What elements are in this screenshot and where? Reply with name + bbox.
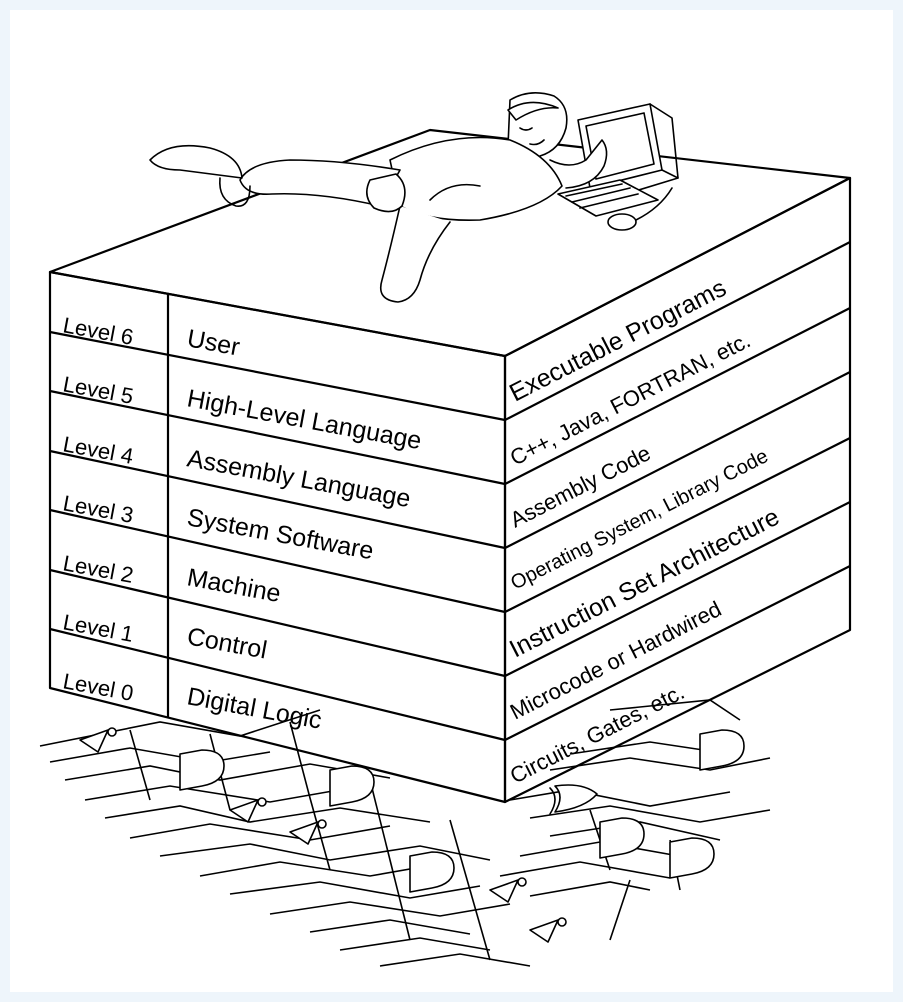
level-2-name: Machine [185, 563, 283, 608]
level-4-label: Level 4 [61, 431, 135, 469]
person-at-computer-illustration [149, 92, 679, 303]
level-6-name: User [185, 324, 242, 361]
diagram-canvas: Level 6 Level 5 Level 4 Level 3 Level 2 … [10, 10, 893, 992]
level-descriptions: Executable Programs C++, Java, FORTRAN, … [505, 274, 784, 789]
level-1-description: Microcode or Hardwired [506, 596, 725, 724]
level-labels: Level 6 Level 5 Level 4 Level 3 Level 2 … [61, 312, 424, 734]
level-3-label: Level 3 [61, 490, 135, 528]
abstraction-box [48, 128, 852, 804]
level-3-name: System Software [185, 503, 376, 565]
level-5-label: Level 5 [61, 371, 135, 409]
abstraction-levels-diagram: Level 6 Level 5 Level 4 Level 3 Level 2 … [39, 92, 852, 967]
level-1-name: Control [185, 622, 269, 664]
level-4-name: Assembly Language [185, 444, 413, 513]
level-5-name: High-Level Language [185, 384, 424, 455]
level-6-label: Level 6 [61, 312, 135, 350]
circuit-illustration [39, 699, 771, 967]
